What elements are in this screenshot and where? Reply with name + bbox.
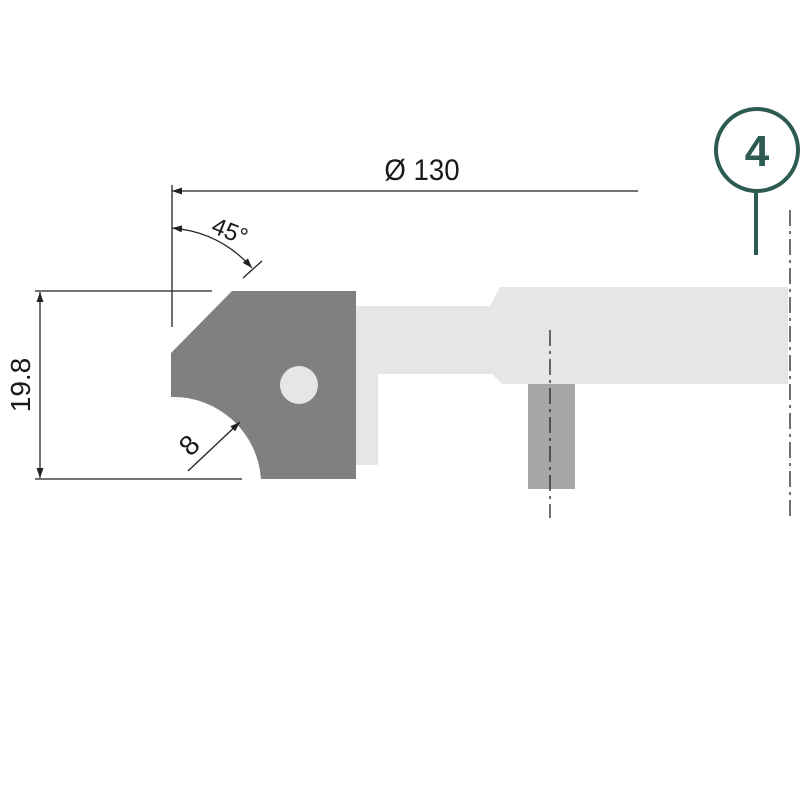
angle-extension bbox=[242, 260, 263, 279]
callout-4: 4 bbox=[714, 107, 800, 255]
mounting-hole bbox=[280, 366, 318, 404]
angle-arc bbox=[171, 225, 253, 269]
angle-label: 45° bbox=[208, 213, 252, 252]
diameter-label: Ø 130 bbox=[384, 154, 459, 187]
radius-label: 8 bbox=[173, 429, 206, 462]
radius-line bbox=[187, 421, 241, 472]
tool-body bbox=[356, 287, 788, 465]
cutter-insert bbox=[171, 291, 356, 479]
callout-number: 4 bbox=[745, 127, 770, 176]
pin bbox=[528, 384, 575, 489]
height-label: 19.8 bbox=[5, 358, 36, 413]
